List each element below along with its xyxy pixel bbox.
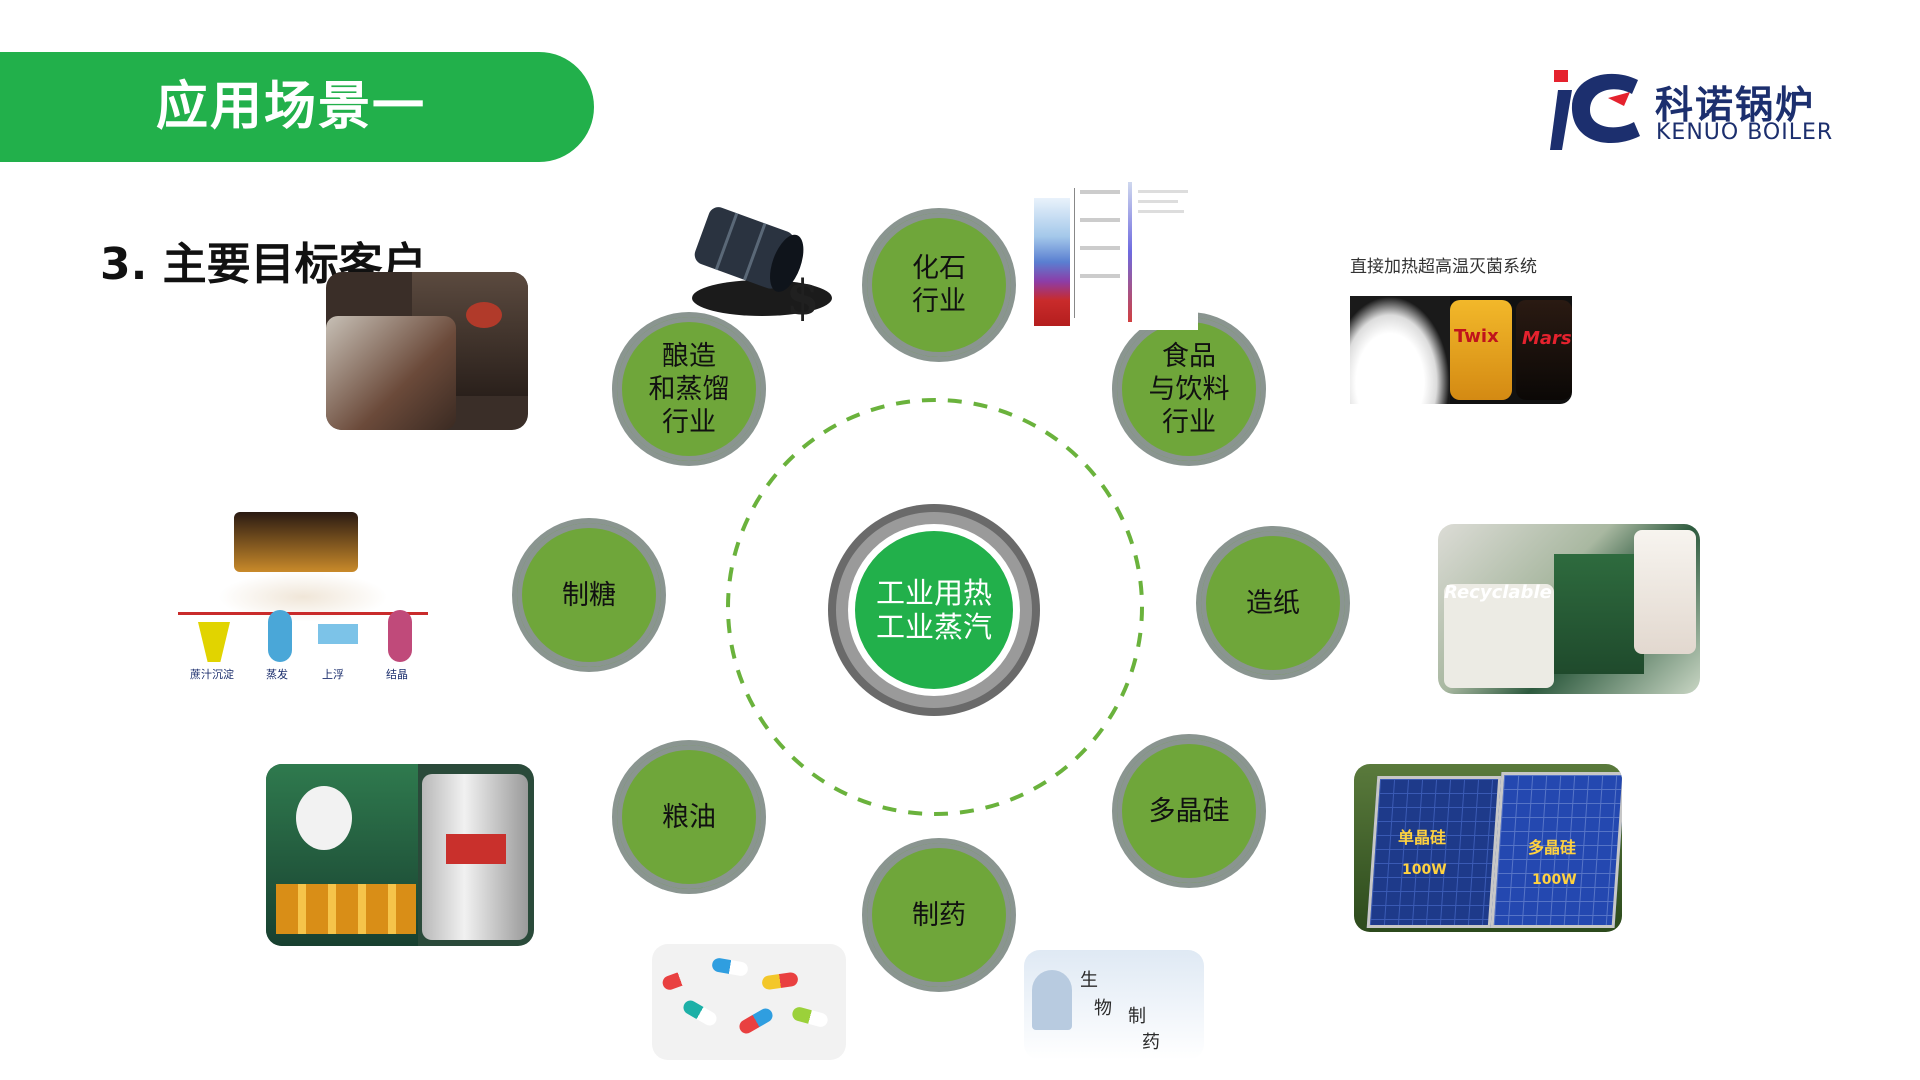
solar-photo: 单晶硅 100W 多晶硅 100W: [1354, 764, 1622, 932]
solar-right-label: 多晶硅: [1528, 838, 1577, 857]
node-brewing[interactable]: 酿造 和蒸馏 行业: [612, 312, 766, 466]
sugar-step-3: 上浮: [322, 668, 344, 681]
sugar-process-diagram: 蔗汁沉淀 蒸发 上浮 结晶: [178, 512, 428, 712]
solar-right-watt: 100W: [1532, 872, 1577, 888]
bio-char-3: 制: [1128, 1006, 1146, 1027]
center-hub: 工业用热 工业蒸汽: [828, 504, 1040, 716]
food-caption: 直接加热超高温灭菌系统: [1350, 257, 1537, 277]
node-label: 制糖: [562, 579, 616, 611]
distillation-diagram: [1030, 178, 1198, 330]
node-fossil[interactable]: 化石 行业: [862, 208, 1016, 362]
solar-left-watt: 100W: [1402, 862, 1447, 878]
node-sugar[interactable]: 制糖: [512, 518, 666, 672]
bio-char-1: 生: [1080, 970, 1098, 991]
capsules-photo: [652, 944, 846, 1060]
food-photo: Twix Mars: [1350, 296, 1572, 404]
node-label: 造纸: [1246, 587, 1300, 619]
bio-char-4: 药: [1142, 1032, 1160, 1053]
node-food-beverage[interactable]: 食品 与饮料 行业: [1112, 312, 1266, 466]
sugar-step-1: 蔗汁沉淀: [190, 668, 234, 681]
biopharma-photo: 生 物 制 药: [1024, 950, 1204, 1060]
node-label: 制药: [912, 899, 966, 931]
node-pharma[interactable]: 制药: [862, 838, 1016, 992]
node-label: 化石 行业: [912, 253, 966, 317]
node-label: 多晶硅: [1148, 795, 1230, 827]
node-label: 酿造 和蒸馏 行业: [648, 340, 730, 438]
twix-label: Twix: [1454, 326, 1499, 347]
logo-mark-icon: [1550, 70, 1640, 150]
node-paper[interactable]: 造纸: [1196, 526, 1350, 680]
solar-left-label: 单晶硅: [1398, 828, 1447, 847]
logo-name-en: KENUO BOILER: [1656, 120, 1834, 145]
node-label: 粮油: [662, 801, 716, 833]
center-label: 工业用热 工业蒸汽: [875, 576, 992, 644]
node-polysilicon[interactable]: 多晶硅: [1112, 734, 1266, 888]
company-logo: 科诺锅炉 KENUO BOILER: [1550, 66, 1850, 166]
header-banner: 应用场景一: [0, 52, 594, 162]
grain-oil-photo: [266, 764, 534, 946]
dashed-ring: [726, 398, 1144, 816]
sugar-step-4: 结晶: [386, 668, 408, 681]
paper-photo: Recyclable: [1438, 524, 1700, 694]
oil-barrel-icon: $: [692, 207, 832, 326]
brewing-photo: [326, 272, 528, 430]
page-title: 应用场景一: [156, 77, 427, 137]
recyclable-label: Recyclable: [1444, 582, 1552, 603]
bio-char-2: 物: [1094, 998, 1112, 1019]
mars-label: Mars: [1522, 328, 1572, 349]
sugar-step-2: 蒸发: [266, 668, 288, 681]
logo-name-cn: 科诺锅炉: [1655, 83, 1816, 127]
node-grain-oil[interactable]: 粮油: [612, 740, 766, 894]
node-label: 食品 与饮料 行业: [1148, 340, 1230, 438]
svg-text:$: $: [786, 270, 819, 326]
